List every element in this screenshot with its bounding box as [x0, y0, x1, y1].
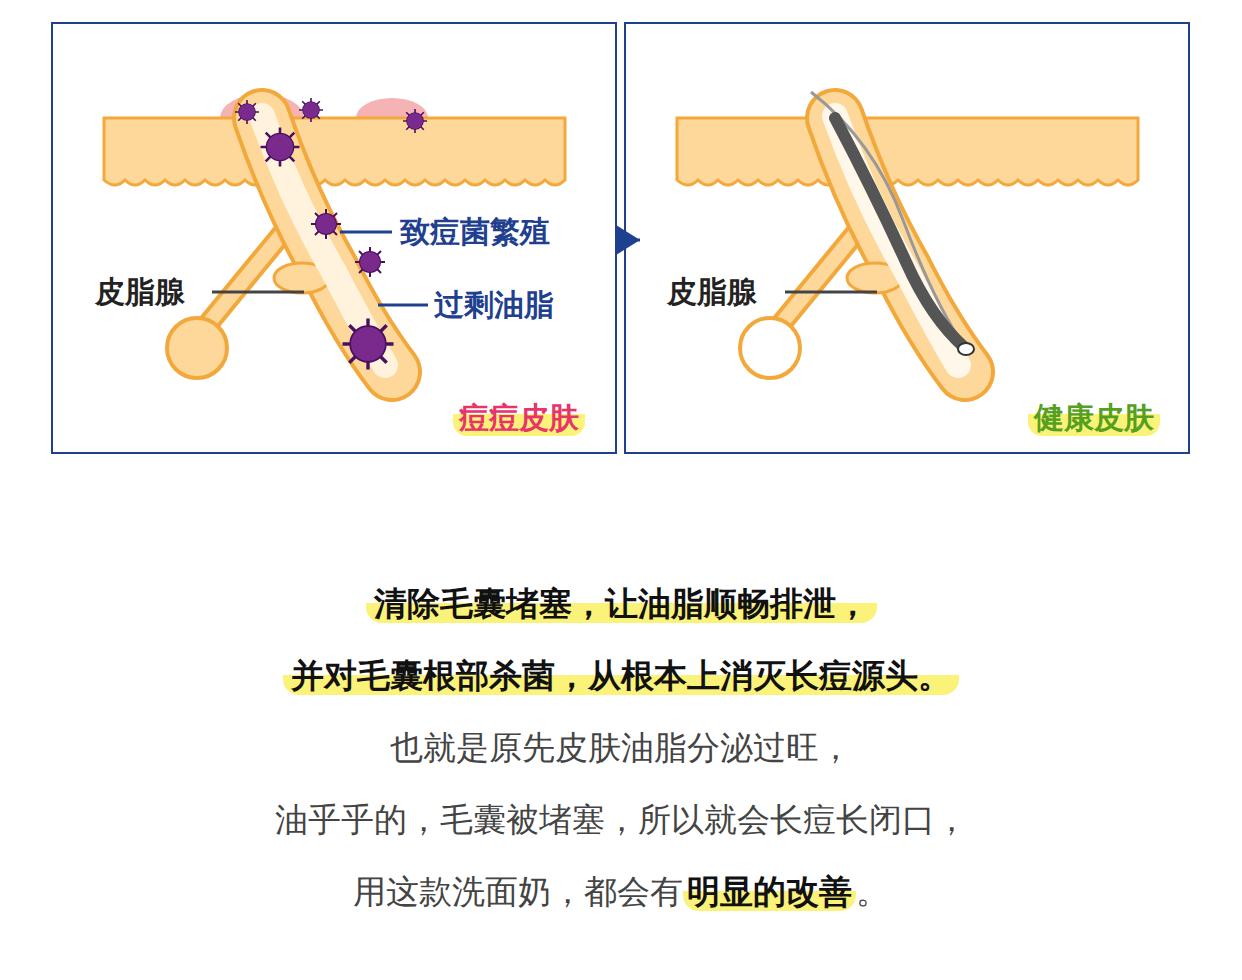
body-text: 油乎乎的，毛囊被堵塞，所以就会长痘长闭口， [275, 800, 968, 839]
panel-arrow [617, 239, 640, 242]
highlight-text: 并对毛囊根部杀菌，从根本上消灭长痘源头。 [283, 656, 959, 695]
highlight-text: 清除毛囊堵塞，让油脂顺畅排泄， [366, 584, 877, 623]
part-label: 皮脂腺 [95, 274, 185, 310]
body-text: 也就是原先皮肤油脂分泌过旺， [390, 728, 852, 767]
text-line: 油乎乎的，毛囊被堵塞，所以就会长痘长闭口， [0, 784, 1242, 856]
body-text: 。 [856, 872, 889, 911]
skin-panel: 致痘菌繁殖皮脂腺 过剩油脂痘痘皮肤 [51, 22, 617, 454]
paragraph: 清除毛囊堵塞，让油脂顺畅排泄， 并对毛囊根部杀菌，从根本上消灭长痘源头。也就是原先… [0, 568, 1242, 928]
part-label: 皮脂腺 [667, 274, 757, 310]
panel-tag: 健康皮肤 [1028, 400, 1160, 436]
text-line: 也就是原先皮肤油脂分泌过旺， [0, 712, 1242, 784]
callout-label: 过剩油脂 [434, 287, 554, 323]
text-line: 并对毛囊根部杀菌，从根本上消灭长痘源头。 [0, 640, 1242, 712]
callout-label: 致痘菌繁殖 [400, 214, 550, 250]
body-text: 用这款洗面奶，都会有 [353, 872, 683, 911]
text-line: 用这款洗面奶，都会有明显的改善。 [0, 856, 1242, 928]
skin-panel: 皮脂腺健康皮肤 [624, 22, 1190, 454]
text-line: 清除毛囊堵塞，让油脂顺畅排泄， [0, 568, 1242, 640]
panel-tag: 痘痘皮肤 [453, 400, 585, 436]
highlight-text: 明显的改善 [683, 872, 856, 911]
